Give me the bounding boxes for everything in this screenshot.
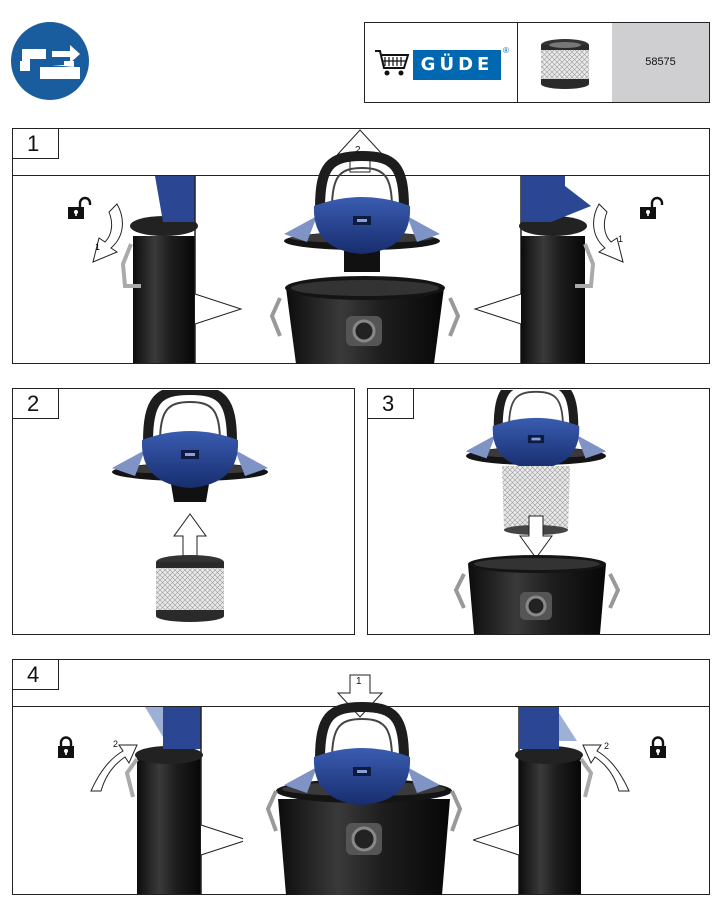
brand-logo-text: GÜDE — [420, 54, 494, 75]
unlock-icon — [66, 196, 92, 221]
step-number: 4 — [13, 660, 59, 690]
step-1-detail-right — [473, 176, 709, 363]
arrow-label-right: 1 — [618, 234, 624, 244]
arrow-label-right-4: 2 — [604, 741, 610, 751]
step-3-illustration — [440, 390, 640, 634]
lock-icon — [56, 736, 76, 760]
step-4-detail-right — [473, 707, 709, 894]
arrow-label-main-4: 1 — [356, 676, 362, 687]
brand-logo: GÜDE — [413, 50, 501, 80]
step-1-detail-left: 1 — [13, 176, 243, 363]
arrow-label-left: 1 — [95, 242, 100, 252]
shopping-cart-icon — [374, 48, 410, 78]
step-1-divider — [12, 175, 710, 176]
step-4-detail-left — [13, 707, 243, 894]
part-number: 58575 — [612, 23, 709, 102]
step-number: 3 — [368, 389, 414, 419]
step-4-main-view — [250, 659, 480, 895]
arrow-label-left-4: 2 — [113, 739, 119, 749]
divider — [517, 23, 518, 102]
filter-cartridge-image — [537, 37, 593, 93]
step-2-illustration — [100, 390, 280, 630]
product-info-box: GÜDE ® 58575 — [364, 22, 710, 103]
step-number: 1 — [13, 129, 59, 159]
lock-icon — [648, 736, 668, 760]
mandatory-action-icon — [10, 21, 90, 101]
arrow-label-main: 2 — [355, 145, 361, 156]
step-number: 2 — [13, 389, 59, 419]
unlock-icon — [638, 196, 664, 221]
step-1-main-view — [250, 128, 480, 364]
registered-mark: ® — [503, 46, 509, 55]
